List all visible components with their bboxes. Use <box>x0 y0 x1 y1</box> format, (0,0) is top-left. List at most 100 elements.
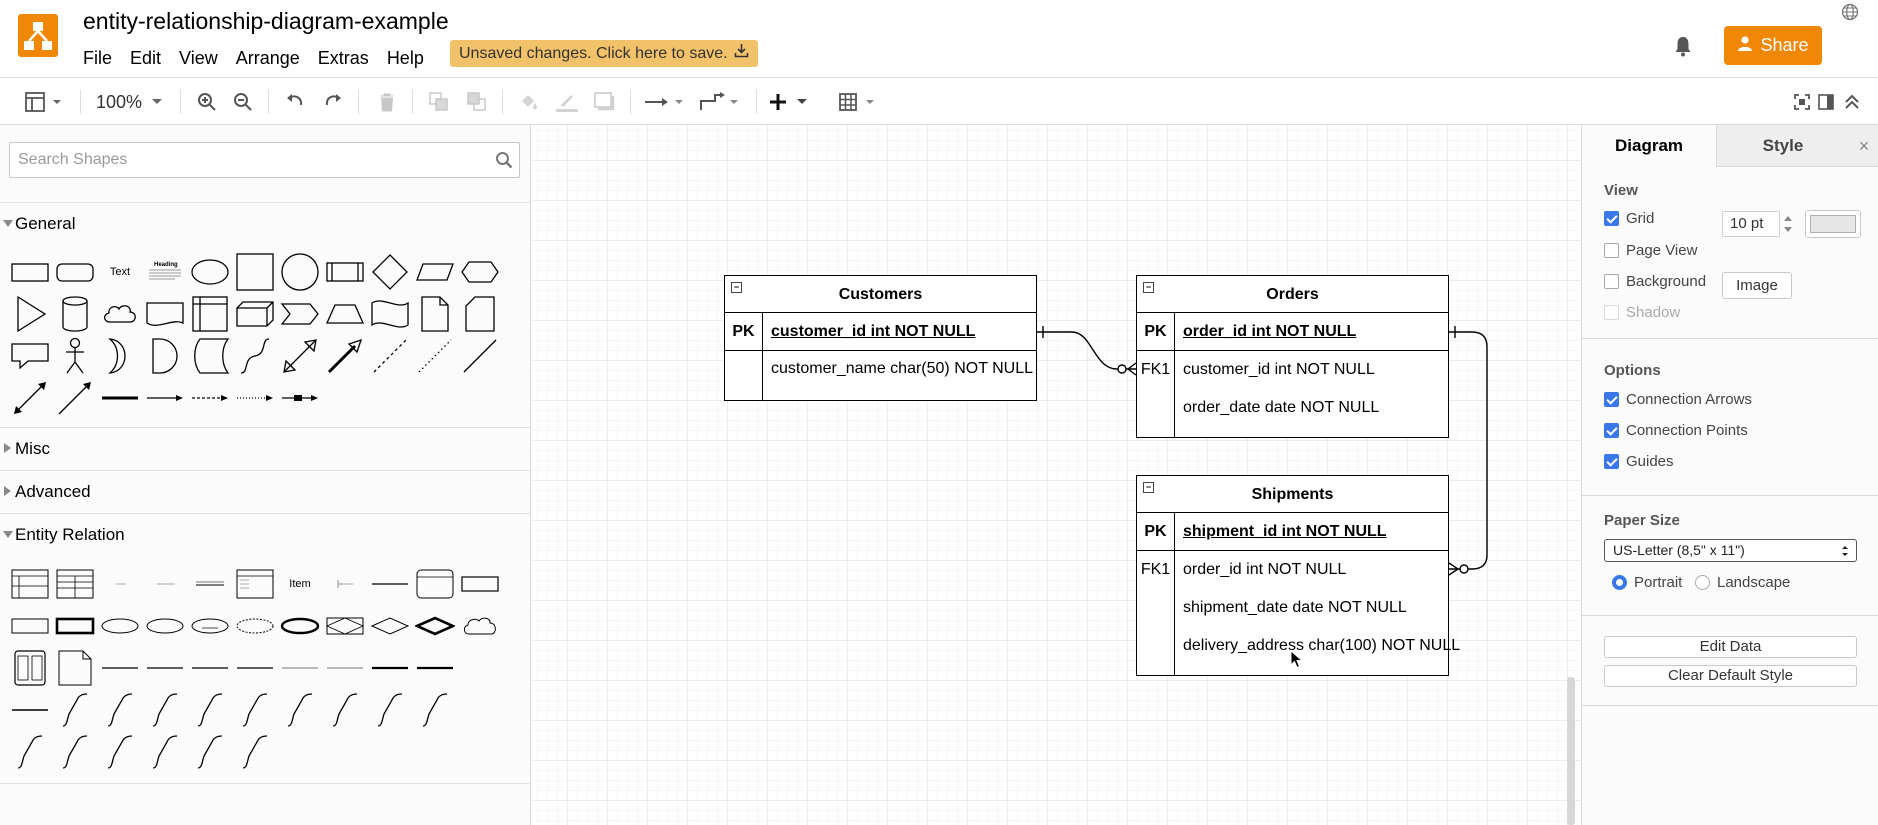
table-row[interactable]: FK1 order_id int NOT NULL <box>1137 552 1448 588</box>
section-general-header[interactable]: General <box>0 202 530 244</box>
triangle-shape[interactable] <box>10 294 50 334</box>
document-title[interactable]: entity-relationship-diagram-example <box>83 8 449 34</box>
and-shape[interactable] <box>145 336 185 376</box>
format-panel-icon[interactable] <box>1816 89 1836 115</box>
grid-size-stepper[interactable] <box>1781 211 1795 237</box>
fullscreen-icon[interactable] <box>1792 89 1812 115</box>
er-key-attribute-shape[interactable] <box>190 606 230 646</box>
table-row[interactable]: order_date date NOT NULL <box>1137 389 1448 427</box>
page-view-checkbox[interactable] <box>1604 243 1619 258</box>
diamond-shape[interactable] <box>370 252 410 292</box>
menu-arrange[interactable]: Arrange <box>235 48 300 68</box>
er-row-key-shape[interactable] <box>145 564 185 604</box>
waypoints-dropdown[interactable] <box>698 89 742 115</box>
er-zero-many-edge[interactable] <box>280 648 320 688</box>
er-associative-entity-shape[interactable] <box>325 606 365 646</box>
table-header[interactable]: − Shipments <box>1137 476 1448 513</box>
er-item-icon-shape[interactable] <box>325 564 365 604</box>
grid-size-input[interactable]: 10 pt <box>1722 211 1780 237</box>
er-curved-edge-3[interactable] <box>145 690 185 730</box>
guides-option[interactable]: Guides <box>1604 453 1674 470</box>
collapse-chevron-up-icon[interactable] <box>1842 89 1862 115</box>
image-button[interactable]: Image <box>1722 272 1792 299</box>
tape-shape[interactable] <box>370 294 410 334</box>
tab-diagram[interactable]: Diagram <box>1582 125 1716 167</box>
er-plain-edge[interactable] <box>10 690 50 730</box>
table-header[interactable]: − Customers <box>725 276 1036 313</box>
table-row[interactable]: PK customer_id int NOT NULL <box>725 313 1036 350</box>
er-curved-edge-13[interactable] <box>145 732 185 772</box>
landscape-option[interactable]: Landscape <box>1695 574 1790 591</box>
undo-icon[interactable] <box>282 89 308 115</box>
actor-shape[interactable] <box>55 336 95 376</box>
er-curved-edge-9[interactable] <box>415 690 455 730</box>
grid-color-button[interactable] <box>1805 210 1861 238</box>
callout-shape[interactable] <box>10 336 50 376</box>
er-relation-line-shape[interactable] <box>370 564 410 604</box>
er-row-underlined-shape[interactable] <box>190 564 230 604</box>
dotted-arrow-connector-shape[interactable] <box>235 378 275 418</box>
er-thick-edge[interactable] <box>370 648 410 688</box>
tab-style[interactable]: Style <box>1716 125 1849 167</box>
er-curved-edge-8[interactable] <box>370 690 410 730</box>
dashed-arrow-connector-shape[interactable] <box>190 378 230 418</box>
labeled-connector-shape[interactable] <box>280 378 320 418</box>
heading-text-shape[interactable]: Heading <box>145 252 185 292</box>
clear-default-style-button[interactable]: Clear Default Style <box>1604 665 1857 687</box>
circle-shape[interactable] <box>280 252 320 292</box>
er-curved-edge-6[interactable] <box>280 690 320 730</box>
diagram-canvas[interactable]: − Customers PK customer_id int NOT NULL … <box>532 125 1580 825</box>
landscape-radio[interactable] <box>1695 575 1710 590</box>
er-row-shape[interactable] <box>100 564 140 604</box>
dotted-line-shape[interactable] <box>415 336 455 376</box>
background-option[interactable]: Background <box>1604 273 1706 290</box>
curve-shape[interactable] <box>235 336 275 376</box>
language-globe-icon[interactable] <box>1841 3 1859 21</box>
er-curved-edge-7[interactable] <box>325 690 365 730</box>
er-curved-edge-12[interactable] <box>100 732 140 772</box>
hexagon-shape[interactable] <box>460 252 500 292</box>
collapse-icon[interactable]: − <box>1143 282 1154 293</box>
square-shape[interactable] <box>235 252 275 292</box>
dashed-line-shape[interactable] <box>370 336 410 376</box>
bidirectional-arrow-shape[interactable] <box>280 336 320 376</box>
note-shape[interactable] <box>415 294 455 334</box>
cube-shape[interactable] <box>235 294 275 334</box>
grid-option[interactable]: Grid <box>1604 210 1654 227</box>
connection-arrows-checkbox[interactable] <box>1604 392 1619 407</box>
table-row[interactable]: delivery_address char(100) NOT NULL <box>1137 627 1460 664</box>
line-shape[interactable] <box>460 336 500 376</box>
zoom-in-icon[interactable] <box>194 89 220 115</box>
section-entity-relation-header[interactable]: Entity Relation <box>0 513 530 555</box>
process-shape[interactable] <box>325 252 365 292</box>
arrow-shape[interactable] <box>325 336 365 376</box>
or-shape[interactable] <box>100 336 140 376</box>
table-row[interactable]: PK order_id int NOT NULL <box>1137 313 1448 350</box>
er-entity-box-shape[interactable] <box>415 564 455 604</box>
menu-view[interactable]: View <box>179 48 218 68</box>
er-table-shape[interactable] <box>10 564 50 604</box>
notifications-bell-icon[interactable] <box>1671 34 1695 58</box>
collapse-icon[interactable]: − <box>1143 482 1154 493</box>
search-icon[interactable] <box>495 151 513 174</box>
er-entity-small-shape[interactable] <box>10 606 50 646</box>
card-shape[interactable] <box>460 294 500 334</box>
er-attribute-alt-shape[interactable] <box>145 606 185 646</box>
connection-points-checkbox[interactable] <box>1604 423 1619 438</box>
er-curved-edge-11[interactable] <box>55 732 95 772</box>
er-table-shipments[interactable]: − Shipments PK shipment_id int NOT NULL … <box>1136 475 1460 676</box>
data-storage-shape[interactable] <box>190 336 230 376</box>
menu-edit[interactable]: Edit <box>130 48 162 68</box>
close-panel-icon[interactable]: × <box>1849 125 1878 167</box>
er-optional-one-edge[interactable] <box>235 648 275 688</box>
er-relationship-shape[interactable] <box>370 606 410 646</box>
share-button[interactable]: Share <box>1724 26 1822 65</box>
er-split-entity-shape[interactable] <box>10 648 50 688</box>
er-curved-edge-14[interactable] <box>190 732 230 772</box>
er-table-two-column-shape[interactable] <box>55 564 95 604</box>
er-cloud-shape[interactable] <box>460 606 500 646</box>
text-shape[interactable]: Text <box>100 252 140 292</box>
er-table-customers[interactable]: − Customers PK customer_id int NOT NULL … <box>724 275 1037 401</box>
table-row[interactable]: shipment_date date NOT NULL <box>1137 589 1448 627</box>
table-row[interactable]: customer_name char(50) NOT NULL <box>725 352 1036 386</box>
